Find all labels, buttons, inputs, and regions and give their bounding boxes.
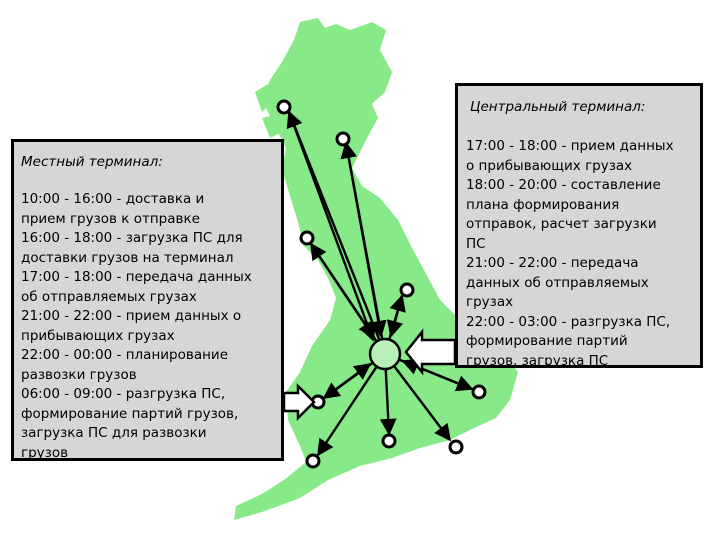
- central-terminal-title: Центральный терминал:: [470, 99, 646, 115]
- route-arrowheads-hub: [287, 111, 473, 399]
- local-terminal-icon: [305, 453, 321, 469]
- local-terminal-markers: [276, 99, 487, 469]
- block-arrow-icon: [404, 328, 457, 376]
- schedule-line: данных об отправляемых: [466, 274, 649, 291]
- schedule-line: 06:00 - 09:00 - разгрузка ПС,: [21, 386, 226, 402]
- local-terminal-schedule: 10:00 - 16:00 - доставка и прием грузов …: [21, 190, 281, 463]
- central-terminal-schedule: 17:00 - 18:00 - прием данных о прибывающ…: [466, 137, 700, 371]
- schedule-line: плана формирования: [466, 196, 620, 213]
- hebrides-island: [255, 84, 274, 112]
- schedule-line: 18:00 - 20:00 - составление: [466, 177, 661, 193]
- local-terminal-panel: Местный терминал: 10:00 - 16:00 - достав…: [11, 139, 284, 461]
- local-terminal-title: Местный терминал:: [21, 154, 163, 170]
- schedule-line: грузов: [21, 444, 69, 461]
- schedule-line: развозки грузов: [21, 366, 137, 383]
- schedule-line: грузах: [466, 294, 514, 310]
- schedule-line: отправок, расчет загрузки: [466, 216, 657, 232]
- schedule-line: 21:00 - 22:00 - передача: [466, 255, 639, 271]
- schedule-line: ПС: [466, 235, 486, 252]
- schedule-line: прибывающих грузах: [21, 327, 175, 344]
- route-arrow-south-west-far: [317, 353, 386, 457]
- schedule-line: формирование партий грузов,: [21, 405, 239, 422]
- route-arrow-south-far: [384, 353, 452, 442]
- local-terminal-icon: [335, 131, 351, 147]
- schedule-line: 16:00 - 18:00 - загрузка ПС для: [21, 230, 243, 246]
- schedule-line: формирование партий: [466, 333, 628, 349]
- schedule-line: загрузка ПС для развозки: [21, 425, 207, 441]
- schedule-line: 17:00 - 18:00 - передача данных: [21, 269, 252, 285]
- schedule-line: прием грузов к отправке: [21, 210, 200, 227]
- skye-island: [262, 114, 286, 138]
- schedule-line: о прибывающих грузах: [466, 157, 633, 174]
- schedule-line: об отправляемых грузах: [21, 288, 197, 305]
- schedule-line: грузов, загрузка ПС: [466, 352, 609, 369]
- central-hub-icon: [368, 337, 402, 371]
- local-terminal-icon: [471, 384, 487, 400]
- schedule-line: 21:00 - 22:00 - прием данных о: [21, 308, 242, 324]
- schedule-line: доставки грузов на терминал: [21, 249, 234, 266]
- schedule-line: 22:00 - 03:00 - разгрузка ПС,: [466, 313, 671, 330]
- local-terminal-icon: [399, 282, 415, 298]
- schedule-line: 10:00 - 16:00 - доставка и: [21, 191, 205, 207]
- local-terminal-icon: [276, 99, 292, 115]
- local-terminal-icon: [381, 433, 397, 449]
- local-terminal-icon: [448, 439, 464, 455]
- block-arrow-icon: [282, 382, 316, 422]
- central-terminal-panel: Центральный терминал: 17:00 - 18:00 - пр…: [455, 83, 703, 371]
- schedule-line: 22:00 - 00:00 - планирование: [21, 347, 229, 363]
- schedule-line: 17:00 - 18:00 - прием данных: [466, 138, 674, 154]
- local-terminal-icon: [299, 230, 315, 246]
